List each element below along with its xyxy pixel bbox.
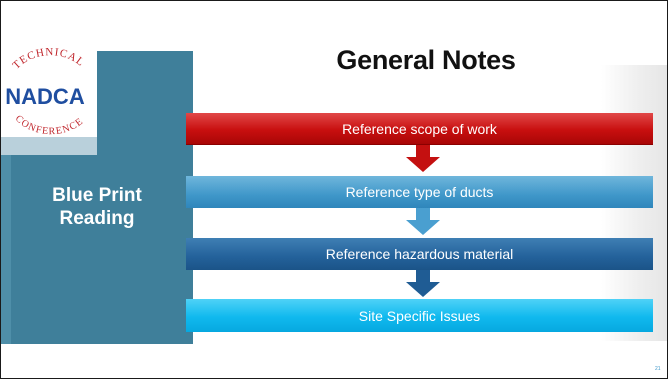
arrow-down-icon bbox=[406, 145, 440, 172]
page-number: 21 bbox=[655, 366, 661, 372]
flow-step-2: Reference type of ducts bbox=[186, 176, 653, 208]
sidebar-title: Blue Print Reading bbox=[52, 185, 142, 229]
arrow-down-icon bbox=[406, 270, 440, 297]
flow-step-3: Reference hazardous material bbox=[186, 238, 653, 270]
arrow-down-icon bbox=[406, 208, 440, 235]
logo-main-text: NADCA bbox=[5, 84, 85, 109]
flow-step-1: Reference scope of work bbox=[186, 113, 653, 145]
flow-step-3-label: Reference hazardous material bbox=[325, 246, 514, 262]
slide-title: General Notes bbox=[336, 45, 516, 75]
flow-step-4: Site Specific Issues bbox=[186, 299, 653, 332]
nadca-logo: TECHNICAL NADCA CONFERENCE bbox=[1, 39, 97, 155]
flow-step-1-label: Reference scope of work bbox=[342, 120, 497, 137]
sidebar-accent-strip bbox=[1, 51, 11, 344]
flow-step-2-label: Reference type of ducts bbox=[345, 184, 494, 200]
flow-step-4-label: Site Specific Issues bbox=[358, 307, 481, 324]
